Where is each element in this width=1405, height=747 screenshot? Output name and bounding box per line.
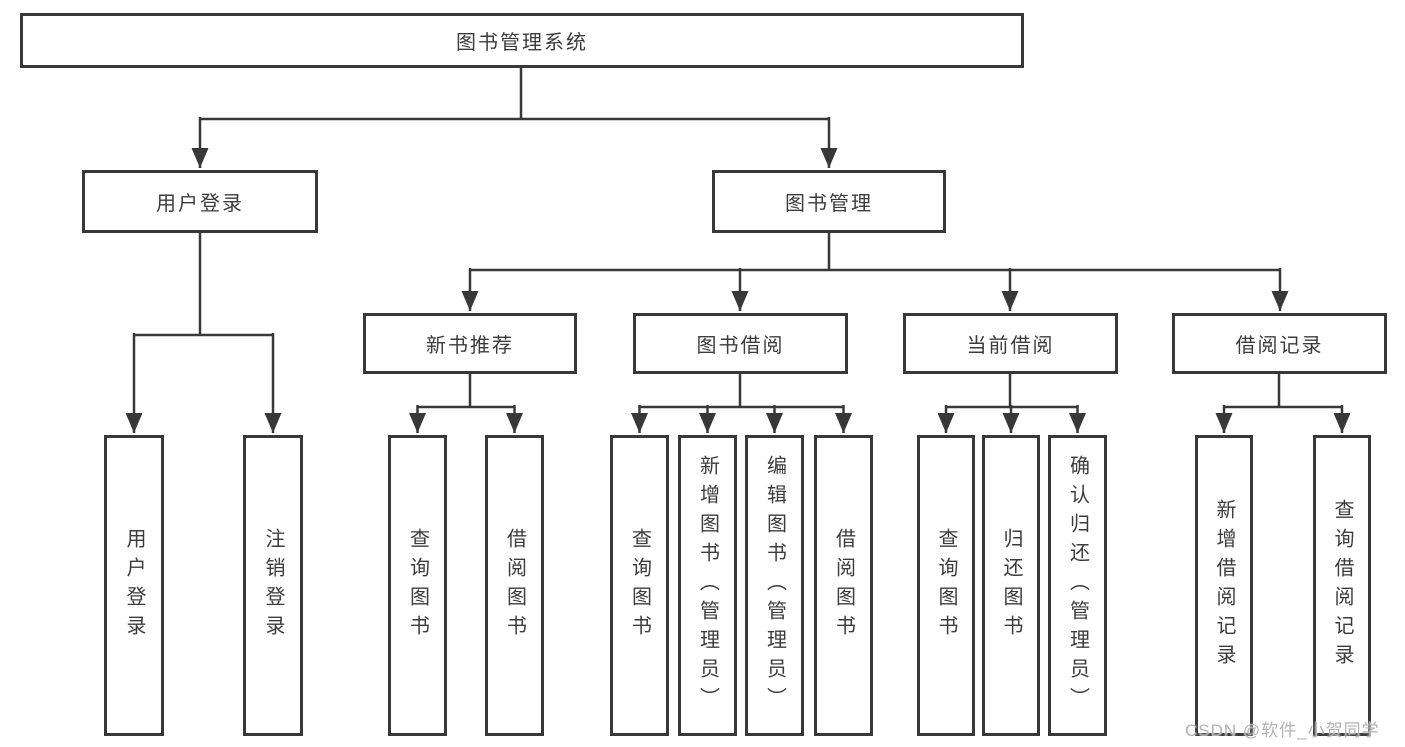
leaf-query-book-recommend: 查询图书 xyxy=(388,435,447,736)
leaf-query-book-current: 查询图书 xyxy=(917,435,975,736)
connector-root-to-level2 xyxy=(191,66,838,168)
leaf-return-book-label: 归还图书 xyxy=(1000,527,1022,644)
leaf-query-book-borrow-label: 查询图书 xyxy=(628,527,651,644)
node-user-login-label: 用户登录 xyxy=(156,193,244,215)
leaf-logout-login-label: 注销登录 xyxy=(262,527,284,644)
node-user-login: 用户登录 xyxy=(82,170,318,233)
leaf-user-login: 用户登录 xyxy=(104,435,164,736)
leaf-borrow-book-recommend: 借阅图书 xyxy=(485,435,544,736)
leaf-query-book-recommend-label: 查询图书 xyxy=(406,527,429,644)
node-book-management-label: 图书管理 xyxy=(785,193,873,215)
leaf-query-borrow-record-label: 查询借阅记录 xyxy=(1331,498,1353,673)
connector-currentborrow-to-leaves xyxy=(937,374,1086,433)
node-new-book-recommend: 新书推荐 xyxy=(363,313,577,374)
leaf-add-book-admin-label: 新增图书（管理员） xyxy=(696,455,719,716)
leaf-confirm-return-admin: 确认归还（管理员） xyxy=(1048,435,1107,736)
node-library-system-label: 图书管理系统 xyxy=(456,32,588,54)
connector-borrowrecord-to-leaves xyxy=(1215,374,1351,433)
connector-userlogin-to-leaves xyxy=(125,233,282,433)
leaf-query-book-borrow: 查询图书 xyxy=(610,435,669,736)
connector-newbookrec-to-leaves xyxy=(409,374,523,433)
leaf-borrow-book-label: 借阅图书 xyxy=(832,527,855,644)
node-library-system: 图书管理系统 xyxy=(20,13,1024,68)
leaf-user-login-label: 用户登录 xyxy=(123,527,145,644)
leaf-borrow-book: 借阅图书 xyxy=(814,435,873,736)
leaf-add-borrow-record: 新增借阅记录 xyxy=(1195,435,1253,736)
leaf-edit-book-admin-label: 编辑图书（管理员） xyxy=(763,455,786,716)
node-borrow-records-label: 借阅记录 xyxy=(1235,335,1324,357)
node-book-management: 图书管理 xyxy=(712,170,946,233)
csdn-watermark: CSDN @软件_小贺同学 xyxy=(1185,721,1380,740)
leaf-confirm-return-admin-label: 确认归还（管理员） xyxy=(1066,455,1089,716)
node-new-book-recommend-label: 新书推荐 xyxy=(426,335,514,357)
leaf-return-book: 归还图书 xyxy=(982,435,1040,736)
node-borrow-records: 借阅记录 xyxy=(1172,313,1387,374)
leaf-query-book-current-label: 查询图书 xyxy=(935,527,957,644)
leaf-query-borrow-record: 查询借阅记录 xyxy=(1313,435,1371,736)
node-current-borrow-label: 当前借阅 xyxy=(966,335,1055,357)
leaf-logout-login: 注销登录 xyxy=(243,435,303,736)
leaf-add-borrow-record-label: 新增借阅记录 xyxy=(1213,498,1235,673)
connector-bookborrow-to-leaves xyxy=(631,374,852,433)
leaf-borrow-book-recommend-label: 借阅图书 xyxy=(503,527,526,644)
leaf-add-book-admin: 新增图书（管理员） xyxy=(678,435,737,736)
leaf-edit-book-admin: 编辑图书（管理员） xyxy=(745,435,804,736)
node-book-borrow-label: 图书借阅 xyxy=(696,335,785,357)
connector-bookmgmt-to-level3 xyxy=(461,233,1289,311)
node-book-borrow: 图书借阅 xyxy=(633,313,848,374)
node-current-borrow: 当前借阅 xyxy=(903,313,1118,374)
